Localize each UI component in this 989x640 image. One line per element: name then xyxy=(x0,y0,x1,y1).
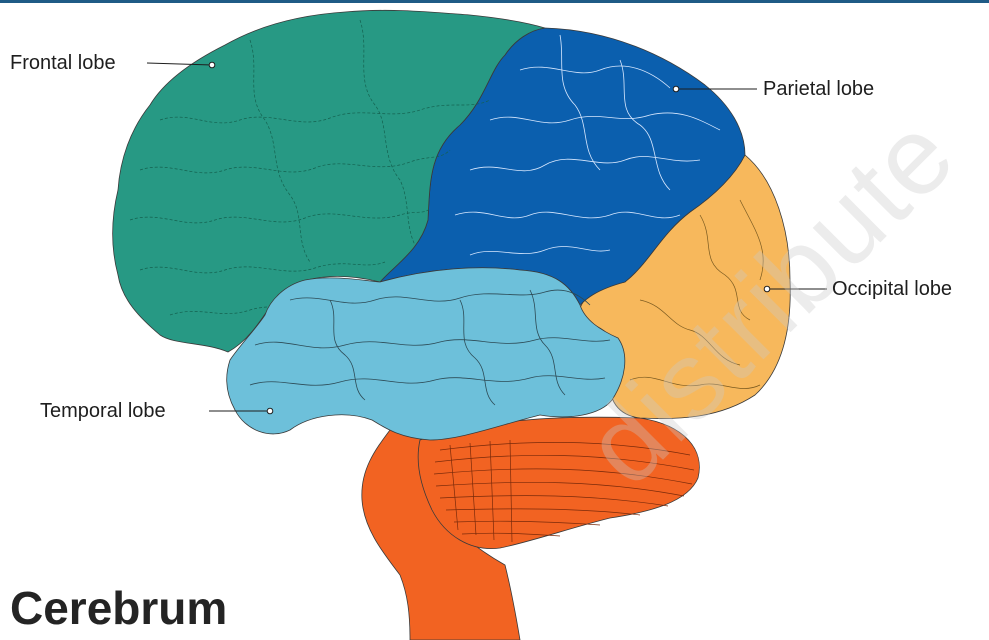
parietal-dot xyxy=(673,86,679,92)
occipital-lobe-label: Occipital lobe xyxy=(832,277,952,301)
page-title: Cerebrum xyxy=(10,582,227,634)
frontal-dot xyxy=(209,62,215,68)
parietal-lobe-label: Parietal lobe xyxy=(763,77,874,101)
frontal-lobe-label: Frontal lobe xyxy=(10,51,116,75)
temporal-lobe-label: Temporal lobe xyxy=(40,399,166,423)
temporal-dot xyxy=(267,408,273,414)
